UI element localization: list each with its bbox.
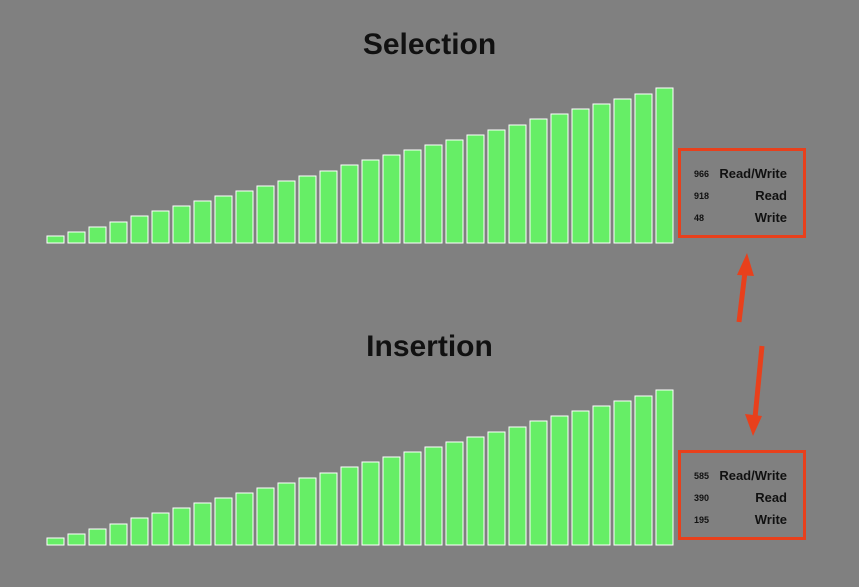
bar xyxy=(235,190,254,244)
bar xyxy=(340,466,359,546)
bar xyxy=(172,205,191,244)
selection-readwrite-value: 966 xyxy=(694,169,710,179)
insertion-write-label: Write xyxy=(754,512,787,527)
bar xyxy=(340,164,359,244)
bar xyxy=(403,149,422,244)
bar xyxy=(445,139,464,244)
bar xyxy=(130,215,149,244)
insertion-stats-box: 585 Read/Write 390 Read 195 Write xyxy=(678,450,806,540)
bar xyxy=(235,492,254,546)
bar xyxy=(109,523,128,546)
bar xyxy=(613,400,632,546)
bar xyxy=(403,451,422,546)
selection-stat-write: 48 Write xyxy=(681,210,803,228)
selection-stats-box: 966 Read/Write 918 Read 48 Write xyxy=(678,148,806,238)
bar xyxy=(319,472,338,546)
bar xyxy=(298,175,317,244)
bar xyxy=(277,482,296,546)
selection-bars xyxy=(46,87,674,244)
bar xyxy=(151,512,170,546)
insertion-readwrite-label: Read/Write xyxy=(719,468,787,483)
bar xyxy=(592,103,611,244)
bar xyxy=(298,477,317,546)
selection-readwrite-label: Read/Write xyxy=(719,166,787,181)
bar xyxy=(487,129,506,244)
insertion-read-value: 390 xyxy=(694,493,710,503)
insertion-write-value: 195 xyxy=(694,515,710,525)
bar xyxy=(382,456,401,546)
bar xyxy=(193,502,212,546)
bar xyxy=(361,159,380,244)
bar xyxy=(256,185,275,244)
bar xyxy=(466,436,485,546)
bar xyxy=(214,195,233,244)
bar xyxy=(109,221,128,244)
insertion-stat-read: 390 Read xyxy=(681,490,803,508)
bar xyxy=(424,144,443,244)
bar xyxy=(277,180,296,244)
bar xyxy=(172,507,191,546)
bar xyxy=(508,426,527,546)
bar xyxy=(529,118,548,244)
bar xyxy=(655,87,674,244)
bar xyxy=(67,533,86,546)
bar xyxy=(634,395,653,546)
bar xyxy=(151,210,170,244)
arrow-up-icon xyxy=(736,253,754,323)
bar xyxy=(655,389,674,546)
bar xyxy=(634,93,653,244)
selection-read-value: 918 xyxy=(694,191,710,201)
insertion-stat-readwrite: 585 Read/Write xyxy=(681,468,803,486)
selection-write-label: Write xyxy=(754,210,787,225)
bar xyxy=(88,226,107,244)
arrow-down-icon xyxy=(745,345,765,436)
insertion-title: Insertion xyxy=(366,330,493,363)
selection-stat-readwrite: 966 Read/Write xyxy=(681,166,803,184)
bar xyxy=(550,415,569,546)
bar xyxy=(592,405,611,546)
bar xyxy=(130,517,149,546)
bar xyxy=(214,497,233,546)
bar xyxy=(445,441,464,546)
insertion-readwrite-value: 585 xyxy=(694,471,710,481)
selection-stat-read: 918 Read xyxy=(681,188,803,206)
bar xyxy=(550,113,569,244)
selection-title: Selection xyxy=(362,28,497,61)
bar xyxy=(571,410,590,546)
insertion-read-label: Read xyxy=(755,490,787,505)
bar xyxy=(529,420,548,546)
bar xyxy=(571,108,590,244)
bar xyxy=(46,537,65,546)
bar xyxy=(46,235,65,244)
bar xyxy=(256,487,275,546)
bar xyxy=(382,154,401,244)
insertion-stat-write: 195 Write xyxy=(681,512,803,530)
bar xyxy=(67,231,86,244)
bar xyxy=(319,170,338,244)
selection-write-value: 48 xyxy=(694,213,705,223)
bar xyxy=(88,528,107,546)
bar xyxy=(193,200,212,244)
bar xyxy=(466,134,485,244)
selection-read-label: Read xyxy=(755,188,787,203)
bar xyxy=(361,461,380,546)
bar xyxy=(487,431,506,546)
bar xyxy=(508,124,527,244)
bar xyxy=(613,98,632,244)
insertion-bars xyxy=(46,389,674,546)
bar xyxy=(424,446,443,546)
